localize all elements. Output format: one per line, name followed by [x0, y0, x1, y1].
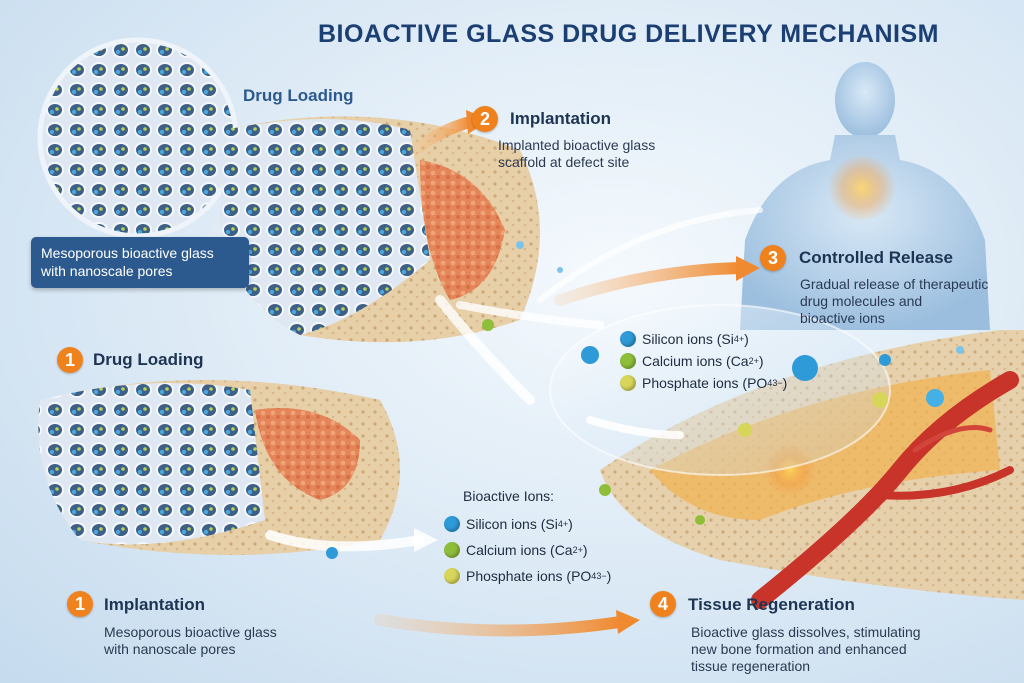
- step-3-desc-line2: drug molecules and: [800, 293, 923, 309]
- step-4-title: Tissue Regeneration: [688, 595, 855, 614]
- step-2-title: Implantation: [510, 109, 612, 128]
- step-2-desc-line1: Implanted bioactive glass: [498, 137, 656, 153]
- diagram-title: BIOACTIVE GLASS DRUG DELIVERY MECHANISM: [318, 20, 939, 48]
- step-2-description: Implanted bioactive glass scaffold at de…: [498, 137, 655, 171]
- inset-callout-line1: Mesoporous bioactive glass: [41, 245, 214, 261]
- step-2-desc-line2: scaffold at defect site: [498, 154, 630, 170]
- step-4-number-badge: 4: [650, 591, 676, 617]
- inset-callout: Mesoporous bioactive glass with nanoscal…: [31, 237, 249, 288]
- step-4-desc-line1: Bioactive glass dissolves, stimulating: [691, 624, 921, 640]
- step-1-implantation-desc-line2: with nanoscale pores: [104, 641, 236, 657]
- step-1-drug-loading-badge: 1: [57, 347, 83, 373]
- step-3-number-badge: 3: [760, 245, 786, 271]
- step-4-desc-line3: tissue regeneration: [691, 658, 811, 674]
- lower-scaffold: [38, 380, 400, 555]
- step-4-description: Bioactive glass dissolves, stimulating n…: [691, 624, 921, 675]
- inset-label: Drug Loading: [243, 86, 354, 105]
- calcium-ion-icon: [444, 542, 460, 558]
- upper-scaffold: [220, 116, 540, 343]
- step-1-implantation-badge: 1: [67, 591, 93, 617]
- lower-ion-heading: Bioactive Ions:: [463, 488, 555, 504]
- step-1-implantation-description: Mesoporous bioactive glass with nanoscal…: [104, 624, 277, 658]
- human-silhouette: [740, 62, 990, 330]
- step-1-implantation-desc-line1: Mesoporous bioactive glass: [104, 624, 277, 640]
- phosphate-ion-icon: [620, 375, 636, 391]
- silicon-ion-icon: [620, 331, 636, 347]
- step-1-implantation-title: Implantation: [104, 595, 206, 614]
- step-3-title: Controlled Release: [799, 248, 953, 267]
- step-4-desc-line2: new bone formation and enhanced: [691, 641, 907, 657]
- inset-callout-line2: with nanoscale pores: [41, 263, 173, 279]
- inset-pore-magnifier: [37, 37, 239, 239]
- phosphate-ion-icon: [444, 568, 460, 584]
- bone-tissue-regeneration: [600, 330, 1024, 609]
- step-3-desc-line3: bioactive ions: [800, 310, 885, 326]
- step-3-description: Gradual release of therapeutic drug mole…: [800, 276, 988, 327]
- step-1-drug-loading-title: Drug Loading: [93, 350, 204, 369]
- step-2-number-badge: 2: [472, 106, 498, 132]
- ion-particles: [326, 241, 964, 559]
- calcium-ion-icon: [620, 353, 636, 369]
- step-3-desc-line1: Gradual release of therapeutic: [800, 276, 989, 292]
- silicon-ion-icon: [444, 516, 460, 532]
